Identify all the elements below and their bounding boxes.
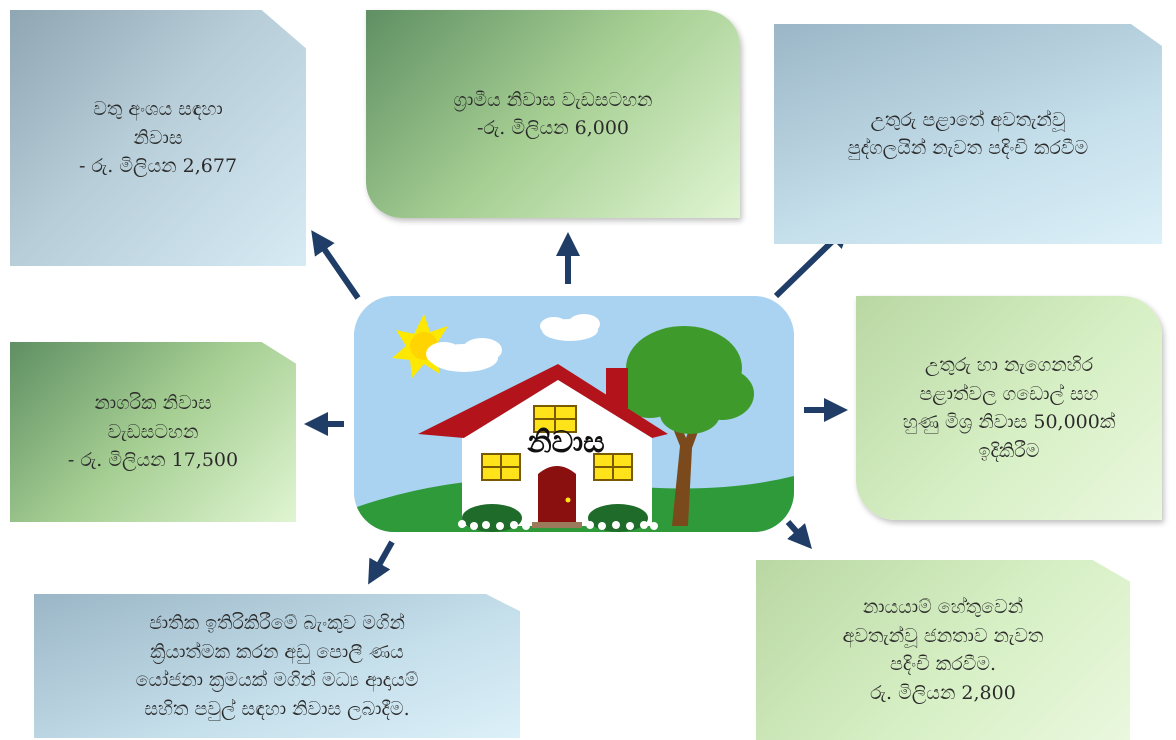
house-illustration (354, 296, 794, 532)
box-line: නාගරික නිවාස (94, 392, 212, 415)
box-line: නායයාම් හේතුවෙන් (862, 596, 1024, 618)
box-landslide-resettlement: නායයාම් හේතුවෙන් අවතැන්වූ ජනතාව නැවත පදි… (756, 560, 1130, 740)
house-icon (418, 364, 668, 528)
arrow-to-bottom-left (368, 540, 395, 585)
box-estate-housing: වතු අංශය සඳහා නිවාස - රු. මිලියන 2,677 (10, 10, 306, 266)
box-line: ජාතික ඉතිරිකිරීමේ බැංකුව මගින් (149, 612, 405, 634)
box-rural-housing: ග්‍රාමීය නිවාස වැඩසටහන -රු. මිලියන 6,000 (366, 10, 740, 218)
box-north-east-houses: උතුරු හා නැගෙනහිර පළාත්වල ගඩොල් සහ හුණු … (856, 296, 1162, 520)
box-urban-housing: නාගරික නිවාස වැඩසටහන - රු. මිලියන 17,500 (10, 342, 296, 522)
center-title: නිවාස (527, 425, 605, 460)
house-with-tree-icon (354, 296, 794, 532)
box-line: නිවාස (133, 126, 183, 149)
box-line: පුද්ගලයින් නැවත පදිංචි කරවීම (847, 137, 1089, 159)
box-north-resettlement: උතුරු පළාතේ අවතැන්වූ පුද්ගලයින් නැවත පදි… (774, 24, 1162, 244)
box-line: - රු. මිලියන 17,500 (67, 449, 239, 472)
box-line: හුණු මිශ්‍ර නිවාස 50,000ක් (902, 411, 1116, 433)
arrow-to-bottom-right (785, 520, 812, 549)
box-line: සහිත පවුල් සඳහා නිවාස ලබාදීම. (144, 697, 410, 720)
box-line: අවතැන්වූ ජනතාව නැවත (842, 624, 1044, 647)
box-line: පදිංචි කරවීම. (889, 653, 997, 675)
box-line: උතුරු පළාතේ අවතැන්වූ (870, 108, 1066, 131)
bush-icon (458, 504, 658, 532)
box-line: ග්‍රාමීය නිවාස වැඩසටහන (453, 88, 653, 111)
box-line: පළාත්වල ගඩොල් සහ (919, 382, 1099, 405)
cloud-icon (426, 314, 600, 372)
box-savings-bank-loans: ජාතික ඉතිරිකිරීමේ බැංකුව මගින් ක්‍රියාත්… (34, 594, 520, 738)
box-line: රු. මිලියන 2,800 (870, 681, 1016, 704)
box-line: ඉදිකිරීම (978, 439, 1040, 462)
box-line: වැඩසටහන (107, 420, 199, 443)
box-line: -රු. මිලියන 6,000 (476, 117, 630, 139)
box-line: ක්‍රියාත්මක කරන අඩු පොලී ණය (150, 640, 404, 663)
box-line: - රු. මිලියන 2,677 (78, 155, 238, 178)
box-line: යෝජනා ක්‍රමයක් මගින් මධ්‍ය ආදායම් (135, 669, 419, 691)
box-line: වතු අංශය සඳහා (93, 98, 223, 121)
tree-icon (618, 326, 754, 526)
arrow-to-top-left (311, 230, 361, 300)
box-line: උතුරු හා නැගෙනහිර (924, 354, 1094, 376)
